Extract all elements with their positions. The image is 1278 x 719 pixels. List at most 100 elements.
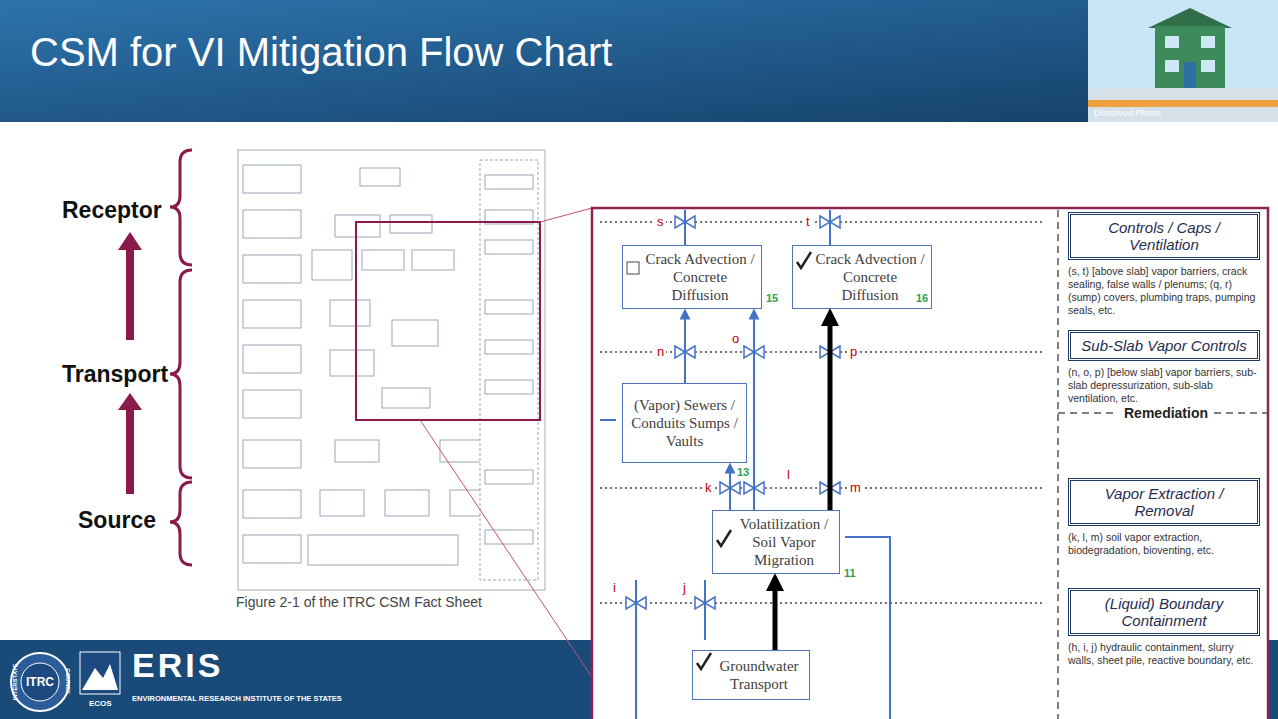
decoration (1165, 60, 1179, 72)
decoration (335, 440, 379, 462)
checkbox (627, 262, 639, 274)
decoration (243, 345, 301, 373)
decoration (1088, 0, 1278, 122)
decoration (485, 175, 533, 189)
process-box: Volatilization / Soil Vapor Migration (712, 510, 840, 574)
decoration (485, 380, 533, 394)
process-box: Crack Advection / Concrete Diffusion (622, 245, 762, 309)
decoration (412, 250, 454, 270)
decoration (600, 419, 616, 421)
decoration (243, 490, 301, 518)
callout-number: 16 (915, 292, 929, 305)
decoration (320, 490, 364, 516)
decoration (170, 482, 192, 565)
decoration (170, 150, 192, 265)
pathway-letter: t (804, 214, 812, 230)
logo-text: COUNCIL (65, 668, 71, 695)
zoom-line (420, 420, 620, 719)
logo-text: ITRC (26, 675, 54, 689)
process-box: (Vapor) Sewers / Conduits Sumps / Vaults (622, 383, 747, 463)
pathway-letter: o (730, 331, 741, 347)
pathway-arrow (729, 468, 731, 510)
option-description: (s, t) [above slab] vapor barriers, crac… (1068, 265, 1260, 318)
decoration (21, 663, 59, 701)
dashed-divider (1058, 210, 1268, 719)
decoration (238, 150, 545, 590)
decoration (243, 255, 301, 283)
decoration (1184, 62, 1196, 88)
logo-text: ECOS (89, 699, 112, 708)
pathway-letter: l (785, 467, 792, 483)
decoration (1148, 8, 1232, 28)
bracket (170, 150, 192, 565)
pathway-letter: n (655, 344, 666, 360)
decoration (485, 470, 533, 484)
decoration (1155, 26, 1225, 88)
decoration (704, 580, 706, 640)
decoration (330, 300, 370, 326)
pathway-letter: p (848, 344, 859, 360)
decoration (243, 390, 301, 418)
process-box: Groundwater Transport (692, 650, 810, 700)
decoration (820, 216, 840, 228)
decoration (485, 300, 533, 314)
logo (11, 652, 120, 711)
option-heading: Controls / Caps / Ventilation (1068, 212, 1260, 260)
box-text: Volatilization / Soil Vapor Migration (735, 515, 833, 569)
box-text: (Vapor) Sewers / Conduits Sumps / Vaults (629, 396, 740, 450)
control-option: Controls / Caps / Ventilation (s, t) [abo… (1068, 212, 1260, 318)
zoom-frame (356, 222, 540, 420)
decoration (485, 340, 533, 354)
decoration (243, 210, 301, 238)
decoration (485, 240, 533, 254)
decoration (390, 215, 432, 233)
decoration (695, 597, 715, 609)
check-mark (697, 252, 811, 669)
control-option: Sub-Slab Vapor Controls(n, o, p) [below … (1068, 330, 1260, 405)
pathway-letter: i (611, 580, 618, 596)
decoration (1201, 60, 1215, 72)
decoration (170, 270, 192, 478)
layer-label: Dissolved Phase (1094, 108, 1161, 118)
option-description: (h, i, j) hydraulic containment, slurry … (1068, 641, 1260, 667)
decoration (635, 580, 637, 719)
decoration (362, 250, 404, 270)
decoration (675, 216, 695, 228)
house-illustration (1088, 0, 1278, 122)
zoom-panel (592, 208, 1268, 719)
zoom-line (540, 208, 592, 222)
callout-number: 15 (765, 292, 779, 305)
process-box: Crack Advection / Concrete Diffusion (792, 245, 932, 309)
side-label: Receptor (62, 197, 162, 224)
box-text: Crack Advection / Concrete Diffusion (815, 250, 925, 304)
option-description: (k, l, m) soil vapor extraction, biodegr… (1068, 531, 1260, 557)
decoration (717, 530, 731, 546)
pathway-arrow (753, 314, 755, 510)
pathway-arrow (684, 314, 686, 383)
decoration (440, 440, 484, 462)
decoration (243, 440, 301, 468)
decoration (385, 490, 429, 516)
decoration (243, 535, 301, 563)
figure-caption: Figure 2-1 of the ITRC CSM Fact Sheet (236, 594, 482, 610)
decoration (684, 210, 686, 245)
decoration (243, 165, 301, 193)
decoration (1057, 210, 1059, 719)
box-text: Crack Advection / Concrete Diffusion (645, 250, 755, 304)
decoration (1165, 36, 1179, 48)
option-heading: Sub-Slab Vapor Controls (1068, 330, 1260, 361)
section-heading: Remediation (1118, 404, 1214, 422)
header-band (0, 0, 1278, 122)
decoration (1088, 88, 1278, 122)
decoration (600, 602, 1045, 604)
pathway-letter: k (703, 480, 714, 496)
up-arrow (118, 232, 142, 340)
decoration (797, 252, 811, 268)
control-option: Vapor Extraction / Removal(k, l, m) soil… (1068, 478, 1260, 557)
decoration (382, 388, 430, 408)
pathway-letter: j (681, 580, 688, 596)
decoration (82, 664, 118, 690)
slide-title: CSM for VI Mitigation Flow Chart (30, 30, 612, 75)
decoration (1088, 100, 1278, 107)
